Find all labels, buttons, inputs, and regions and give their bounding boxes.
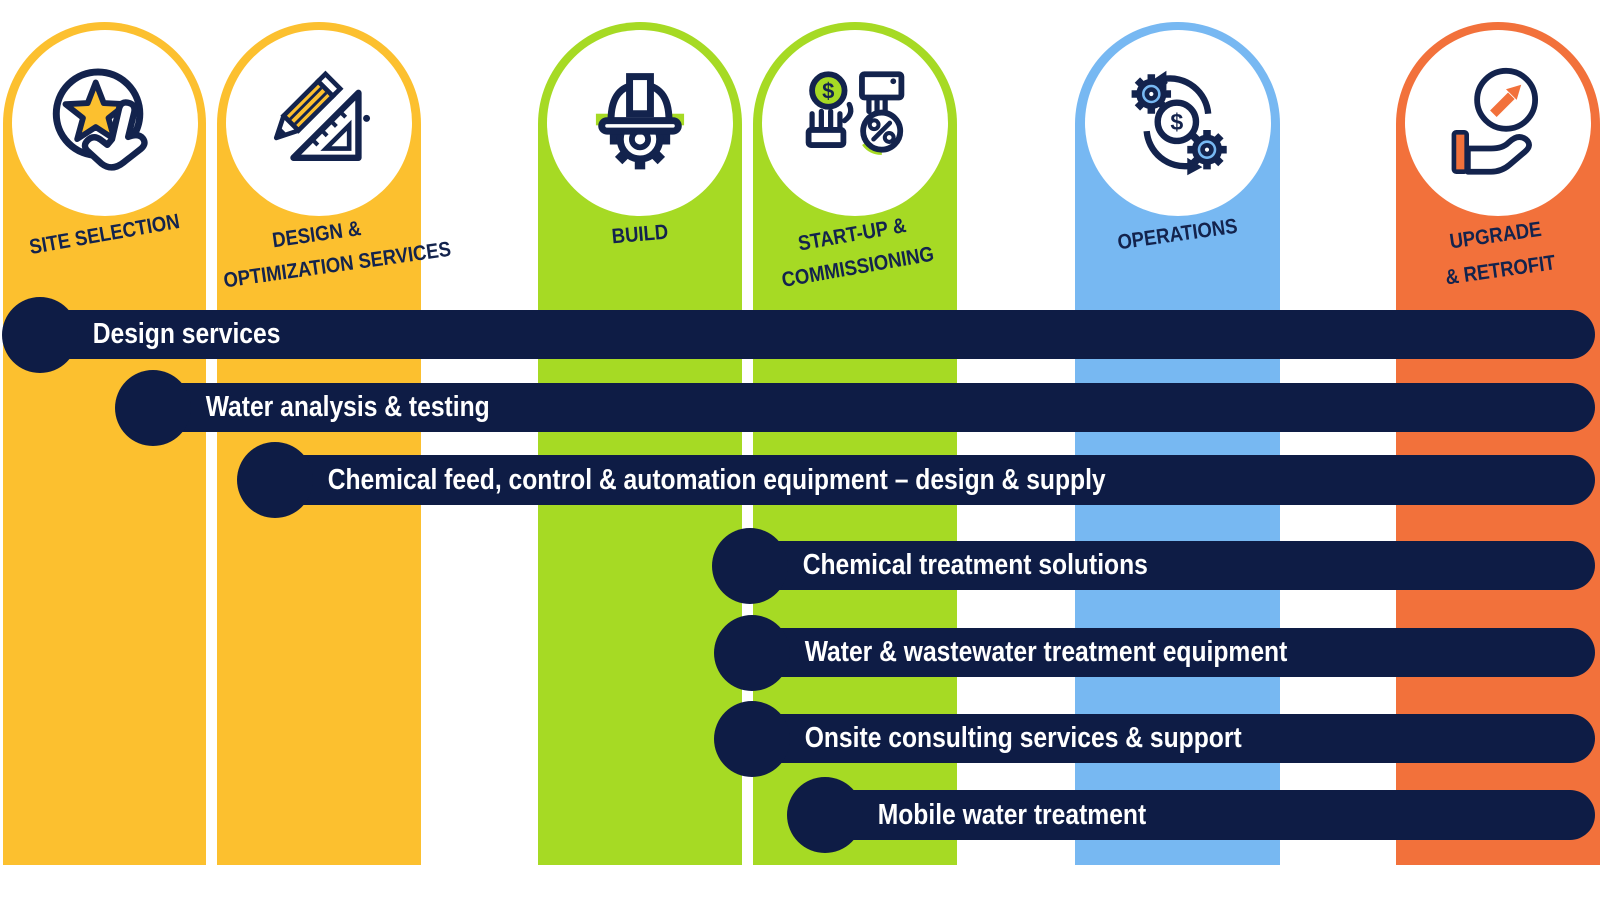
service-bar-design-services: Design services: [40, 310, 1595, 359]
money-hands-icon: $: [805, 71, 905, 155]
service-bar-chemical-treatment: Chemical treatment solutions: [750, 541, 1595, 590]
column-build: BUILD: [538, 22, 742, 865]
startup-icon-circle: $: [762, 30, 948, 216]
upgrade-icon-circle: [1405, 30, 1591, 216]
service-bar-label: Water & wastewater treatment equipment: [804, 636, 1288, 668]
service-bar-water-analysis: Water analysis & testing: [153, 383, 1595, 432]
service-bar-label: Design services: [92, 318, 281, 350]
service-bar-label: Mobile water treatment: [877, 798, 1147, 831]
build-icon-circle: [547, 30, 733, 216]
design-icon-circle: [226, 30, 412, 216]
operations-icon-circle: $: [1084, 30, 1271, 216]
service-bar-label: Water analysis & testing: [205, 391, 490, 423]
svg-text:$: $: [822, 79, 834, 104]
service-bar-label: Chemical feed, control & automation equi…: [327, 463, 1106, 496]
service-bar-onsite-consulting: Onsite consulting services & support: [752, 714, 1595, 763]
service-bar-chemical-feed: Chemical feed, control & automation equi…: [275, 455, 1595, 505]
hardhat-gear-icon: [595, 73, 685, 170]
gears-dollar-cycle-icon: $: [1131, 70, 1227, 176]
pencil-ruler-icon: [273, 70, 371, 161]
site-selection-icon-circle: [11, 30, 198, 216]
column-label-upgrade-retrofit: UPGRADE& RETROFIT: [1443, 217, 1557, 290]
star-tap-icon: [52, 68, 148, 171]
column-label-build: BUILD: [610, 220, 670, 249]
svg-text:$: $: [1170, 109, 1183, 135]
service-bar-wastewater-equipment: Water & wastewater treatment equipment: [752, 628, 1595, 677]
column-design-optimization: DESIGN &OPTIMIZATION SERVICES: [217, 22, 452, 865]
column-label-design-optimization: DESIGN &OPTIMIZATION SERVICES: [222, 217, 453, 293]
column-site-selection: SITE SELECTION: [3, 22, 206, 865]
hand-growth-arrow-icon: [1451, 67, 1539, 175]
service-bar-mobile-water: Mobile water treatment: [825, 790, 1595, 840]
service-bar-label: Chemical treatment solutions: [802, 549, 1148, 581]
service-bar-label: Onsite consulting services & support: [804, 722, 1242, 754]
